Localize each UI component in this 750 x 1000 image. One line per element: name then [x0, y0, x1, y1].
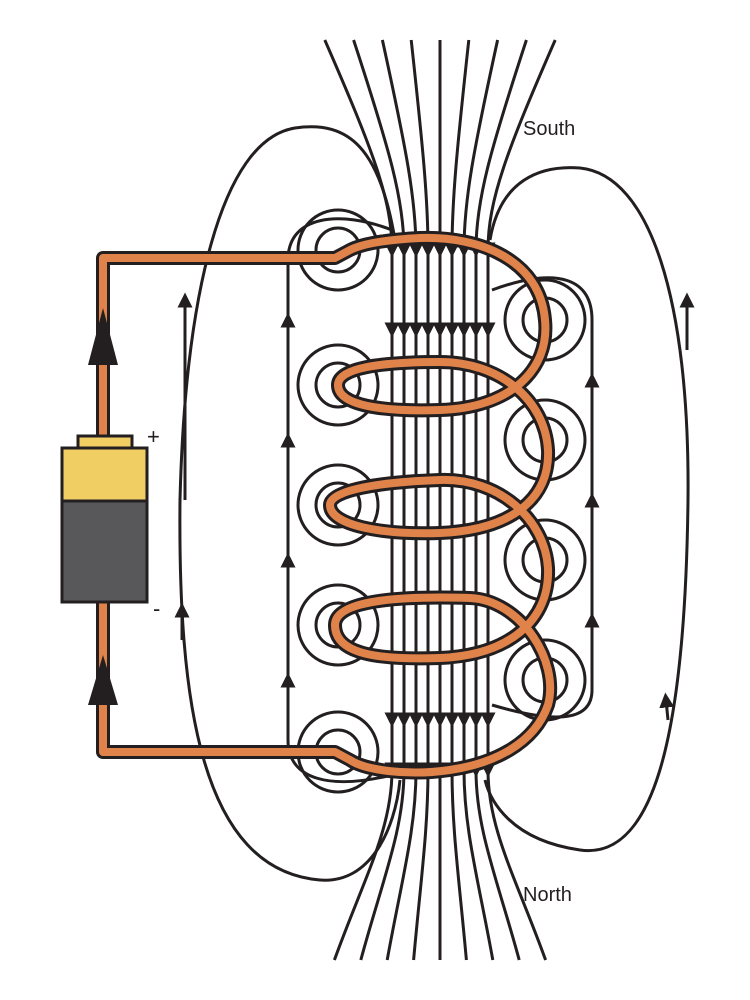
- field-line: [323, 39, 400, 961]
- field-circle: [296, 343, 380, 427]
- positive-terminal-label: +: [147, 424, 160, 449]
- field-line: [468, 39, 528, 961]
- south-pole-label: South: [523, 118, 576, 140]
- outer-field-lines: [174, 125, 695, 882]
- field-circle: [296, 463, 380, 547]
- circuit-wire: [96, 230, 557, 780]
- field-line: [380, 39, 424, 961]
- field-circle: [296, 583, 380, 667]
- field-line: [480, 39, 557, 961]
- negative-terminal-label: -: [153, 596, 161, 621]
- central-field-lines: [323, 39, 557, 961]
- field-line: [456, 39, 500, 961]
- battery-icon: [60, 434, 149, 604]
- north-pole-label: North: [523, 884, 572, 906]
- field-circle: [314, 361, 362, 409]
- field-circle: [296, 208, 380, 292]
- field-line: [352, 39, 412, 961]
- current-arrow-icon: [88, 308, 118, 705]
- field-line: [409, 39, 436, 961]
- field-line: [444, 39, 471, 961]
- field-circle: [314, 481, 362, 529]
